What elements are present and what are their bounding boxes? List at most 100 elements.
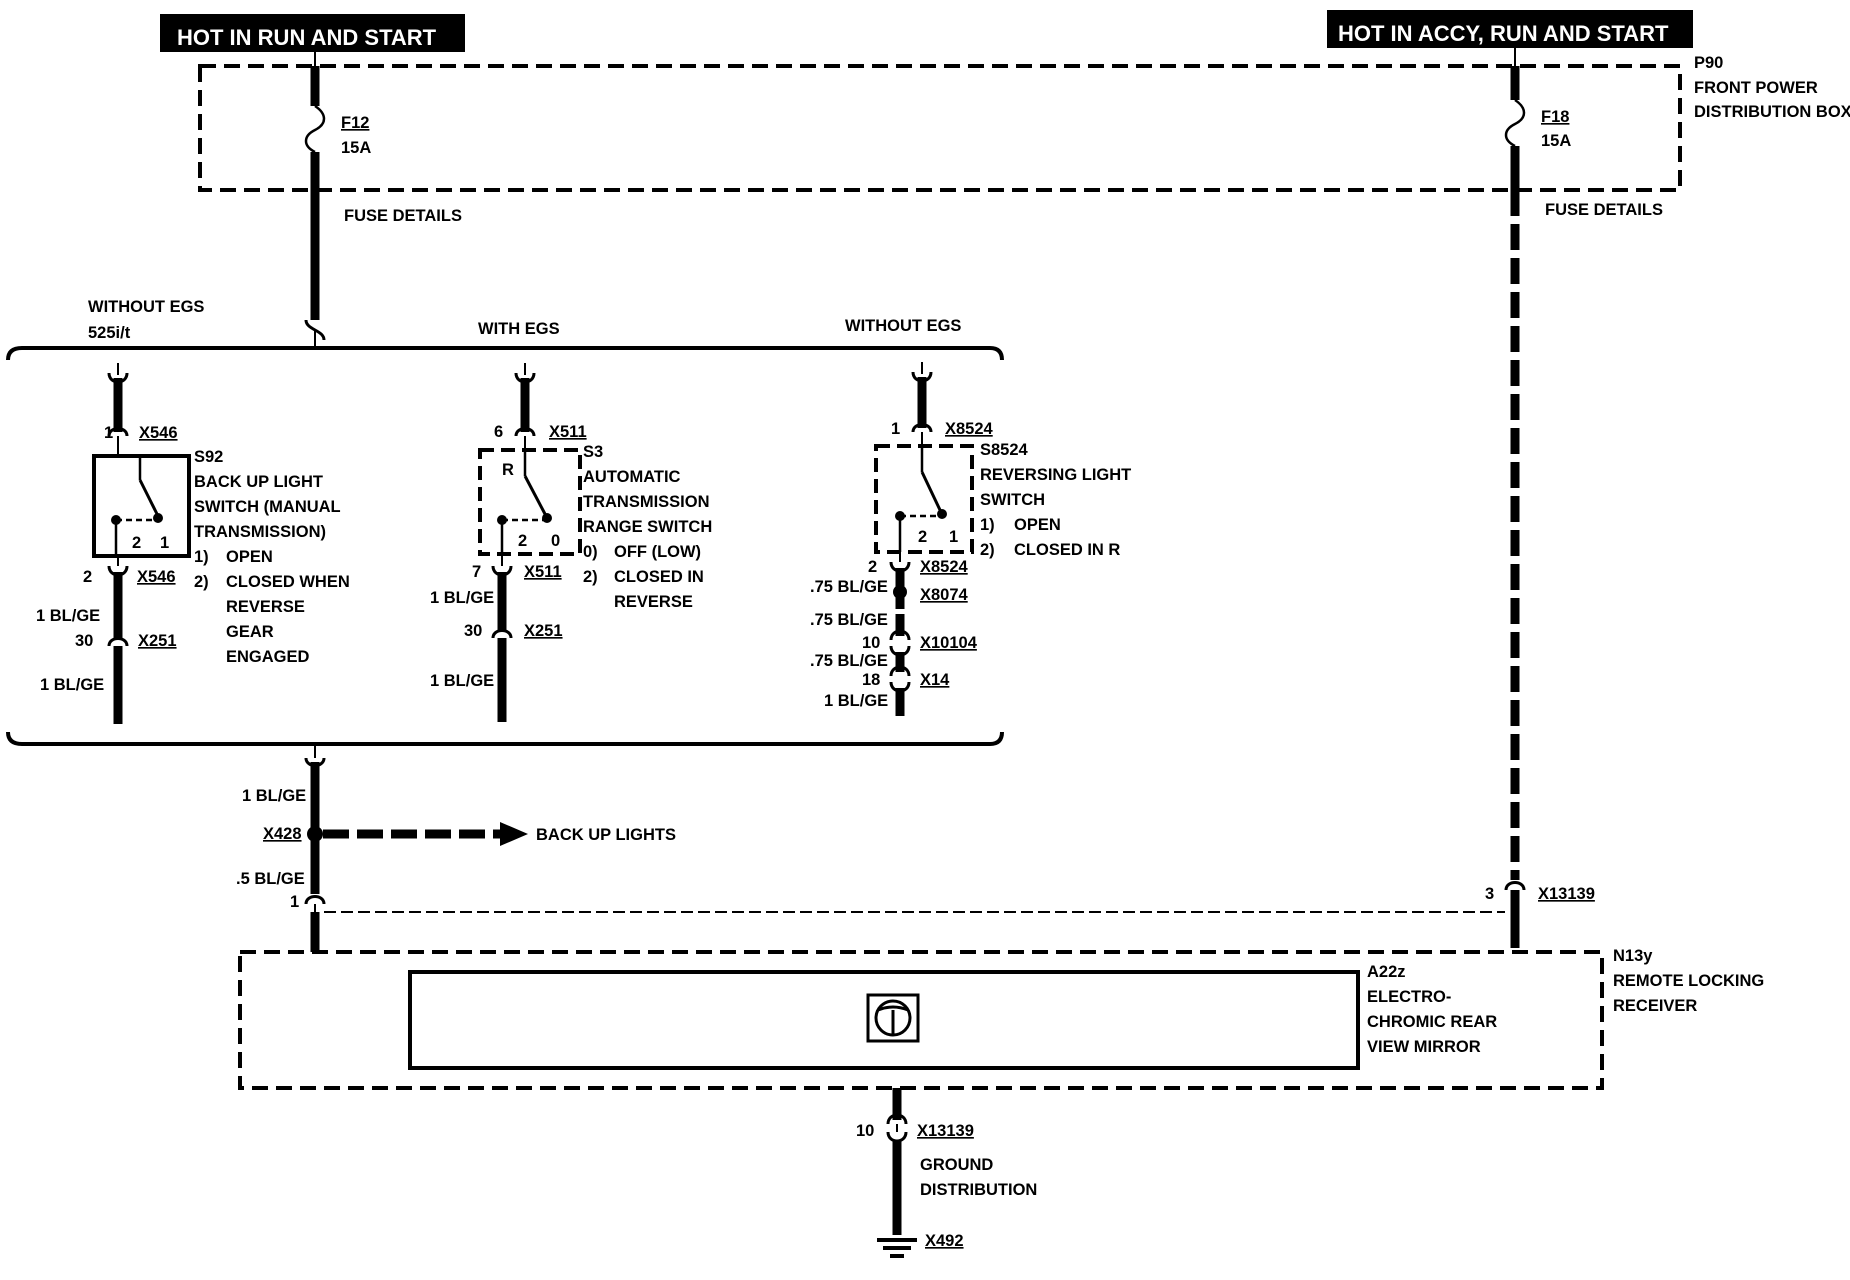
ground-symbol-icon	[877, 1238, 917, 1258]
mirror-desc-1: ELECTRO-	[1367, 988, 1451, 1006]
s3-branch-wire	[491, 363, 536, 722]
receiver-line1: REMOTE LOCKING	[1613, 972, 1764, 990]
s8524-switch-contact	[895, 446, 947, 552]
mirror-desc-2: CHROMIC REAR	[1367, 1013, 1497, 1031]
s8524-wire-2: .75 BL/GE	[810, 611, 888, 629]
s8524-pin-bottom: 2	[868, 558, 877, 576]
receiver-conn-right: X13139	[1538, 885, 1595, 903]
s8524-pin-x14: 18	[862, 671, 880, 689]
receiver-id: N13y	[1613, 947, 1653, 965]
fuse-f18-id: F18	[1541, 108, 1569, 126]
s8524-id: S8524	[980, 441, 1029, 459]
s92-conn-x251: X251	[138, 632, 177, 650]
s92-switch-contact	[111, 456, 163, 556]
variant-without-egs-right: WITHOUT EGS	[845, 317, 961, 335]
receiver-pin-right: 3	[1485, 885, 1494, 903]
splice-wire	[304, 744, 326, 952]
s8524-contact-a: 2	[918, 528, 927, 546]
s8524-contact-b: 1	[949, 528, 958, 546]
ground-wire	[886, 1088, 908, 1235]
s8524-wire-4: 1 BL/GE	[824, 692, 888, 710]
s8524-conn-bottom: X8524	[920, 558, 969, 576]
s8524-state-2-text: CLOSED IN R	[1014, 541, 1120, 559]
s92-pin-top: 1	[104, 424, 113, 442]
s3-state-1-num: 0)	[583, 543, 598, 561]
s8524-state-2-num: 2)	[980, 541, 995, 559]
fuse-f18-details: FUSE DETAILS	[1545, 201, 1663, 219]
s3-conn-bottom: X511	[524, 563, 562, 581]
s92-id: S92	[194, 448, 223, 466]
variant-with-egs: WITH EGS	[478, 320, 560, 338]
s8524-pin-top: 1	[891, 420, 900, 438]
s92-contact-b: 1	[160, 534, 169, 552]
splice-id: X428	[263, 825, 302, 843]
fuse-f18	[1504, 48, 1526, 948]
fuse-f12-rating: 15A	[341, 139, 371, 157]
s92-state-3-text: REVERSE	[226, 598, 305, 616]
variant-bracket-bottom	[6, 731, 1004, 746]
s8524-desc-2: SWITCH	[980, 491, 1045, 509]
s3-desc-1: AUTOMATIC	[583, 468, 681, 486]
s92-desc-3: TRANSMISSION)	[194, 523, 326, 541]
fuse-f12	[304, 52, 326, 350]
s8524-pin-x10104: 10	[862, 634, 880, 652]
fuse-f12-id: F12	[341, 114, 369, 132]
ground-conn: X13139	[917, 1122, 974, 1140]
s92-switch-box	[92, 454, 191, 558]
receiver-line2: RECEIVER	[1613, 997, 1697, 1015]
s3-contact-b: 0	[551, 532, 560, 550]
power-box-line2: DISTRIBUTION BOX	[1694, 103, 1850, 121]
back-up-lights-arrow	[323, 822, 528, 846]
s3-state-3-text: REVERSE	[614, 593, 693, 611]
s3-pin-bottom: 7	[472, 563, 481, 581]
mirror-icon	[866, 993, 920, 1043]
s3-state-2-text: CLOSED IN	[614, 568, 704, 586]
ground-pin: 10	[856, 1122, 874, 1140]
s3-switch-box	[478, 448, 582, 556]
s8524-switch-box	[874, 444, 974, 554]
s3-contact-a: 2	[518, 532, 527, 550]
s92-contact-a: 2	[132, 534, 141, 552]
s8524-conn-top: X8524	[945, 420, 994, 438]
ground-line1: GROUND	[920, 1156, 993, 1174]
s92-state-2-num: 2)	[194, 573, 209, 591]
s3-switch-contact	[497, 450, 552, 556]
ground-id: X492	[925, 1232, 964, 1250]
s92-state-5-text: ENGAGED	[226, 648, 310, 666]
s8524-conn-x10104: X10104	[920, 634, 978, 652]
s3-wire-1: 1 BL/GE	[430, 589, 494, 607]
s3-wire-2: 1 BL/GE	[430, 672, 494, 690]
header-left-text: HOT IN RUN AND START	[177, 25, 437, 50]
variant-bracket-top	[6, 346, 1004, 361]
s92-state-1-num: 1)	[194, 548, 209, 566]
header-hot-in-accy-run-and-start: HOT IN ACCY, RUN AND START	[1327, 10, 1693, 48]
ground-line2: DISTRIBUTION	[920, 1181, 1037, 1199]
s92-wire-1: 1 BL/GE	[36, 607, 100, 625]
s3-desc-3: RANGE SWITCH	[583, 518, 712, 536]
s92-state-2-text: CLOSED WHEN	[226, 573, 350, 591]
s8524-desc-1: REVERSING LIGHT	[980, 466, 1131, 484]
s3-state-1-text: OFF (LOW)	[614, 543, 701, 561]
receiver-outline	[238, 950, 1604, 1090]
mirror-module-box	[408, 970, 1360, 1070]
s8524-conn-x14: X14	[920, 671, 950, 689]
s3-contact-r: R	[502, 461, 514, 479]
s92-desc-2: SWITCH (MANUAL	[194, 498, 341, 516]
s92-pin-x251: 30	[75, 632, 93, 650]
s3-id: S3	[583, 443, 603, 461]
s3-pin-top: 6	[494, 423, 503, 441]
s92-desc-1: BACK UP LIGHT	[194, 473, 323, 491]
s8524-wire-1: .75 BL/GE	[810, 578, 888, 596]
s92-state-4-text: GEAR	[226, 623, 274, 641]
s3-conn-x251: X251	[524, 622, 563, 640]
mirror-id: A22z	[1367, 963, 1406, 981]
back-up-lights-label: BACK UP LIGHTS	[536, 826, 676, 844]
mirror-desc-3: VIEW MIRROR	[1367, 1038, 1481, 1056]
fuse-f12-details: FUSE DETAILS	[344, 207, 462, 225]
splice-wire-in: 1 BL/GE	[242, 787, 306, 805]
s92-conn-bottom: X546	[137, 568, 176, 586]
power-distribution-box-outline	[198, 64, 1682, 192]
header-hot-in-run-and-start: HOT IN RUN AND START	[160, 14, 465, 52]
splice-wire-out: .5 BL/GE	[236, 870, 305, 888]
